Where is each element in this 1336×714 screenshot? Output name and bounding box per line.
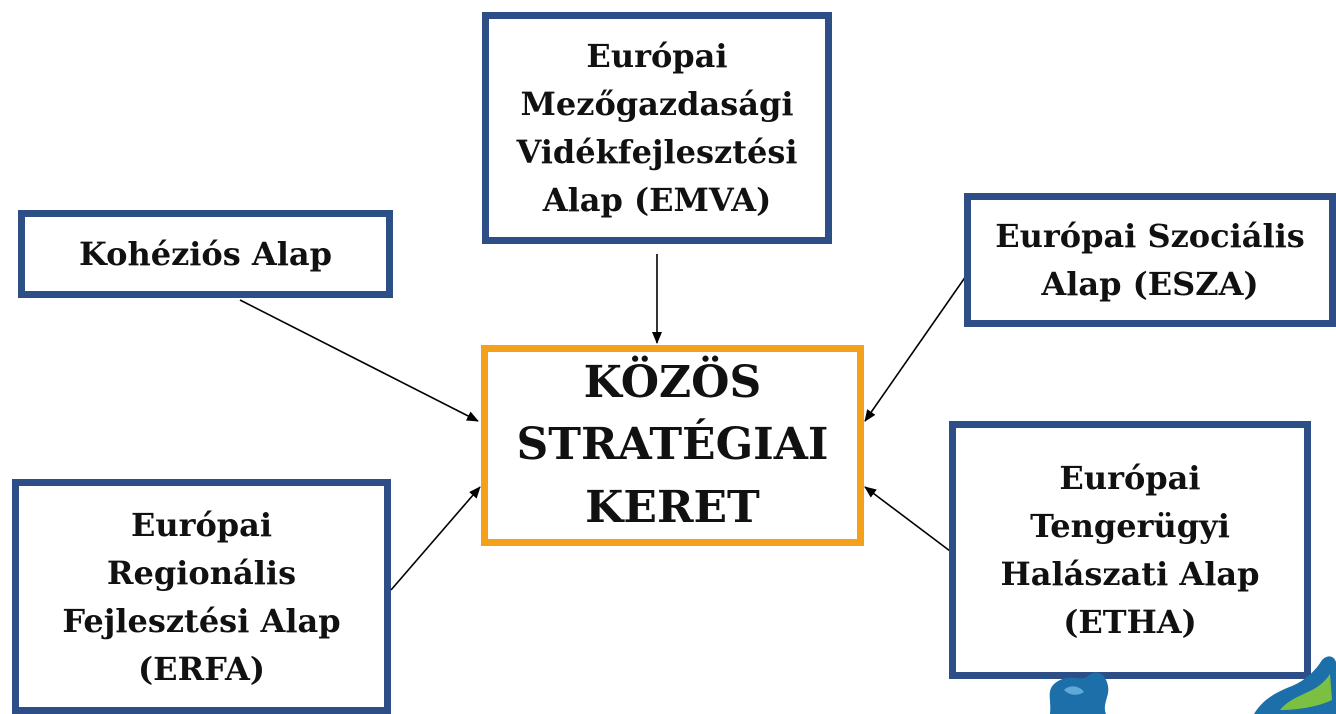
- arrow-esza-to-center: [864, 275, 967, 422]
- center-label: KÖZÖS STRATÉGIAI KERET: [516, 356, 829, 533]
- fund-box-erfa: Európai Regionális Fejlesztési Alap (ERF…: [12, 479, 391, 714]
- fund-box-etha: Európai Tengerügyi Halászati Alap (ETHA): [949, 421, 1311, 679]
- arrow-etha-to-center: [864, 486, 951, 552]
- center-box-strategic-framework: KÖZÖS STRATÉGIAI KERET: [481, 345, 864, 546]
- fund-label-esza: Európai Szociális Alap (ESZA): [995, 217, 1305, 303]
- decorative-logo-icon: [1049, 656, 1336, 714]
- fund-label-erfa: Európai Regionális Fejlesztési Alap (ERF…: [62, 505, 341, 688]
- arrow-kohezios-to-center: [239, 299, 479, 422]
- fund-box-kohezios: Kohéziós Alap: [18, 210, 393, 298]
- arrow-erfa-to-center: [390, 486, 481, 591]
- fund-box-esza: Európai Szociális Alap (ESZA): [964, 193, 1336, 327]
- fund-label-kohezios: Kohéziós Alap: [79, 235, 332, 273]
- fund-label-etha: Európai Tengerügyi Halászati Alap (ETHA): [1000, 459, 1260, 641]
- fund-box-emva: Európai Mezőgazdasági Vidékfejlesztési A…: [482, 12, 832, 244]
- fund-label-emva: Európai Mezőgazdasági Vidékfejlesztési A…: [516, 37, 798, 219]
